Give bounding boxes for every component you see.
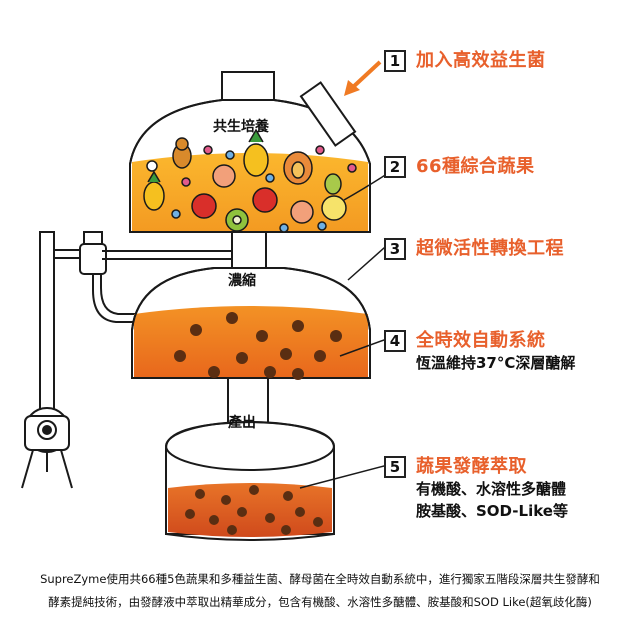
step-5: 5 蔬果發酵萃取 有機酸、水溶性多醣體 胺基酸、SOD-Like等 [384,456,568,522]
cultivation-label: 共生培養 [213,119,269,135]
concentrate-label: 濃縮 [228,273,256,289]
step-title: 超微活性轉換工程 [416,238,564,259]
apple-icon [191,193,217,219]
step-title: 66種綜合蔬果 [416,156,535,177]
pineapple-icon [243,128,269,177]
peach-icon [212,164,236,188]
step-4: 4 全時效自動系統 恆溫維持37°C深層醣解 [384,330,575,374]
pear-icon [324,173,342,195]
pineapple-icon [143,170,165,211]
peach-icon [290,200,314,224]
output-label: 產出 [228,415,256,431]
pellet-group-middle [174,312,342,380]
kiwi-icon [225,208,249,232]
pump-icon [21,407,73,489]
arrow-icon [344,60,382,96]
step-number: 5 [384,456,406,478]
fruit-group [143,128,357,233]
upper-tank [129,60,382,269]
middle-tank [131,267,371,425]
step-subtitle: 胺基酸、SOD-Like等 [416,502,568,520]
step-subtitle: 有機酸、水溶性多醣體 [416,480,567,498]
pear-icon [172,137,192,169]
caption-line-2: 酵素提純技術，由發酵液中萃取出精華成分，包含有機酸、水溶性多醣體、胺基酸和SOD… [48,595,592,609]
step-number: 3 [384,238,406,260]
papaya-icon [283,151,313,185]
step-number: 2 [384,156,406,178]
apple-icon [252,187,278,213]
step-subtitle: 恆溫維持37°C深層醣解 [416,354,576,372]
lower-tank [165,420,335,541]
lemon-icon [321,195,347,221]
inlet-tube [299,81,357,147]
caption-line-1: SupreZyme使用共66種5色蔬果和多種益生菌、酵母菌在全時效自動系統中，進… [40,572,600,586]
pellet-group-lower [185,485,323,535]
step-3: 3 超微活性轉換工程 [384,238,564,260]
step-title: 蔬果發酵萃取 [416,456,527,477]
step-1: 1 加入高效益生菌 [384,50,546,72]
step-2: 2 66種綜合蔬果 [384,156,535,178]
caption: SupreZyme使用共66種5色蔬果和多種益生菌、酵母菌在全時效自動系統中，進… [12,568,628,614]
step-title: 加入高效益生菌 [416,50,546,71]
step-number: 4 [384,330,406,352]
step-title: 全時效自動系統 [416,330,546,351]
step-number: 1 [384,50,406,72]
side-pipe-system [21,231,240,489]
